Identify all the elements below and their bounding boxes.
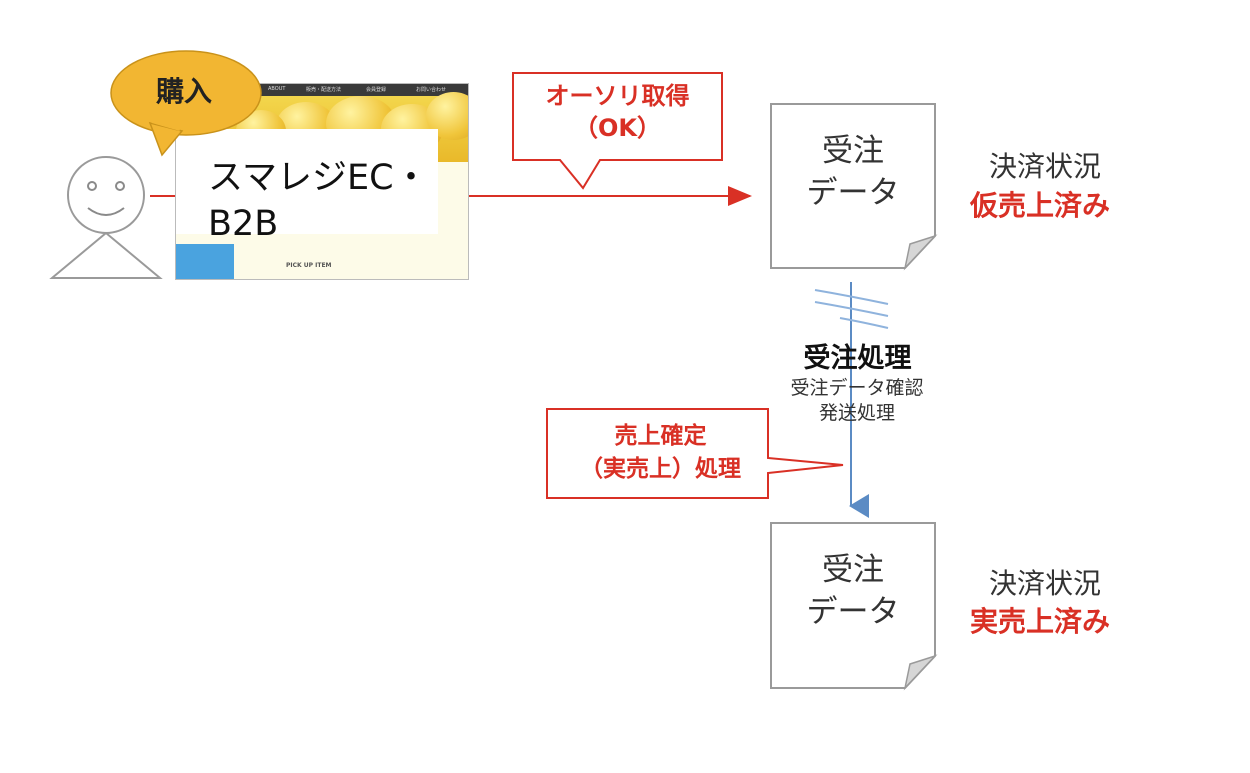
sales-confirm-text: 売上確定 （実売上）処理 bbox=[553, 420, 768, 486]
sales-confirm-callout bbox=[546, 408, 844, 499]
purchase-label: 購入 bbox=[155, 75, 212, 108]
storefront-nav-item: ABOUT bbox=[268, 86, 286, 92]
storefront-title: スマレジEC・ B2B bbox=[208, 155, 429, 247]
storefront-nav-item: 販売・配送方法 bbox=[306, 87, 342, 93]
storefront-title-line1: スマレジEC・ bbox=[208, 158, 429, 198]
status-label-after: 決済状況 bbox=[989, 567, 1102, 600]
authorization-callout bbox=[512, 72, 723, 190]
order-doc-line1: 受注 bbox=[822, 133, 884, 169]
storefront-pickup-label: PICK UP ITEM bbox=[286, 262, 332, 269]
order-document-before-label: 受注 データ bbox=[771, 130, 935, 214]
storefront-title-line2: B2B bbox=[208, 204, 279, 244]
status-value-after: 実売上済み bbox=[970, 605, 1111, 638]
order-processing-step2: 発送処理 bbox=[818, 402, 895, 424]
storefront-screenshot: ABOUT 販売・配送方法 会員登録 お問い合わせ PICK UP ITEM bbox=[175, 83, 469, 280]
order-doc-line2: データ bbox=[806, 175, 900, 211]
order-doc-line1: 受注 bbox=[822, 552, 884, 588]
storefront-nav-item: 会員登録 bbox=[366, 87, 387, 93]
status-value-before: 仮売上済み bbox=[970, 189, 1111, 222]
storefront-label-box bbox=[176, 129, 438, 234]
order-doc-line2: データ bbox=[806, 594, 900, 630]
authorization-line2: （OK） bbox=[574, 114, 661, 142]
authorization-line1: オーソリ取得 bbox=[545, 82, 690, 110]
purchase-speech-bubble bbox=[110, 50, 262, 157]
user-figure bbox=[49, 156, 163, 279]
storefront-nav-item: お問い合わせ bbox=[416, 87, 447, 93]
sales-confirm-line2: （実売上）処理 bbox=[580, 456, 741, 482]
sales-confirm-line1: 売上確定 bbox=[614, 423, 707, 449]
order-processing-title: 受注処理 bbox=[803, 343, 912, 374]
authorization-text: オーソリ取得 （OK） bbox=[513, 80, 722, 144]
order-document-after-label: 受注 データ bbox=[771, 549, 935, 633]
storefront-side-banner bbox=[176, 244, 234, 279]
order-processing-step1: 受注データ確認 bbox=[790, 377, 924, 399]
status-label-before: 決済状況 bbox=[989, 150, 1102, 183]
